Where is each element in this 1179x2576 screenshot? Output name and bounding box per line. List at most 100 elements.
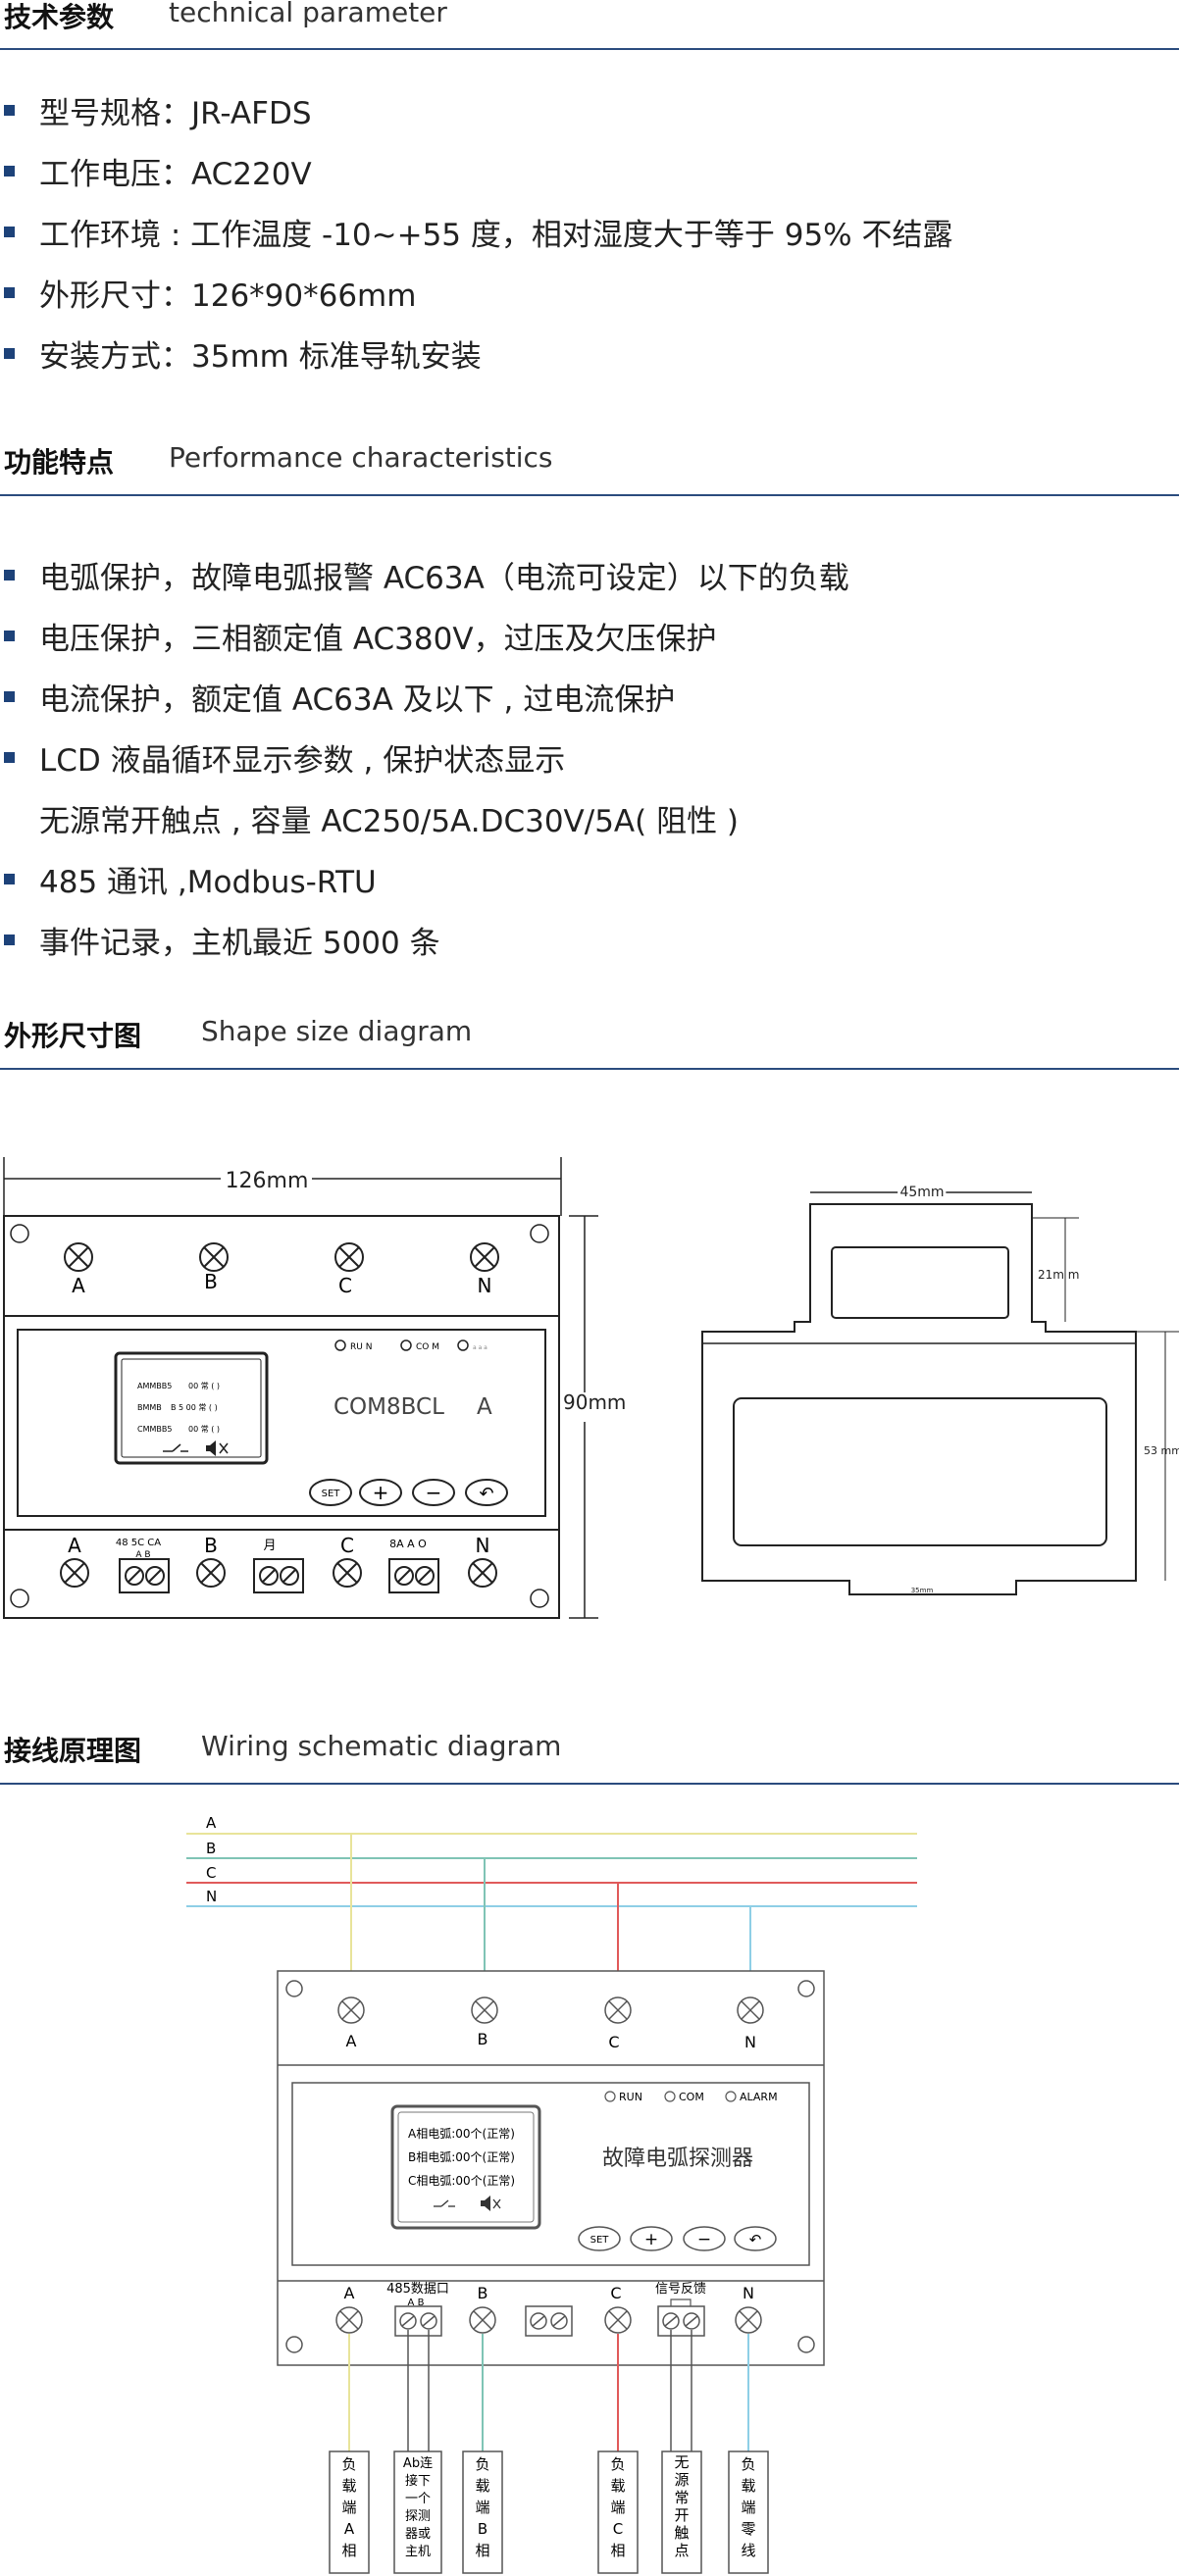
front-top-term-b: B (204, 1270, 218, 1293)
wiring-bottom-term-n: N (743, 2284, 754, 2302)
wiring-plus-label: + (644, 2230, 658, 2249)
box-485-next: Ab连接下一个探测器或主机 (403, 2455, 433, 2559)
bullet-square-icon (4, 752, 15, 763)
wiring-back-button[interactable] (734, 2226, 777, 2251)
front-port-mid-label: 月 (263, 1539, 276, 1553)
wiring-lcd-row-c: C相电弧:00个(正常) (408, 2174, 515, 2188)
wiring-lcd-row-b: B相电弧:00个(正常) (408, 2150, 515, 2164)
front-lcd (114, 1351, 269, 1465)
bus-label-a: A (206, 1814, 217, 1832)
perf-item-text: LCD 液晶循环显示参数 , 保护状态显示 (39, 743, 566, 779)
wiring-minus-button[interactable] (683, 2226, 726, 2251)
perf-title: 功能特点 (4, 446, 115, 479)
wiring-485-label: 485数据口 (386, 2282, 449, 2297)
bullet-square-icon (4, 570, 15, 581)
front-top-term-n: N (478, 1274, 492, 1297)
width-label: 126mm (226, 1169, 309, 1193)
bullet-square-icon (4, 631, 15, 641)
side-height-label: 53 mm (1144, 1444, 1179, 1457)
front-led-run (334, 1339, 346, 1351)
tech-item-text: 工作环境 : 工作温度 -10~+55 度，相对湿度大于等于 95% 不结露 (39, 218, 953, 253)
front-lcd-label-b: BMMB (137, 1403, 162, 1412)
front-bottom-term-n: N (476, 1534, 490, 1557)
front-port-signal-label: 8A A O (389, 1538, 427, 1550)
bus-label-n: N (206, 1888, 217, 1905)
wiring-leds: RUN COM ALARM (604, 2091, 778, 2103)
front-lcd-value-b: B 5 00 常 ( ) (171, 1403, 218, 1412)
wiring-bottom-term-b: B (478, 2284, 488, 2302)
front-body (3, 1215, 560, 1619)
bullet-square-icon (4, 691, 15, 702)
tech-subtitle: technical parameter (169, 0, 447, 28)
tech-item-text: 外形尺寸：126*90*66mm (39, 278, 417, 314)
wiring-led-com-label: COM (679, 2091, 704, 2103)
perf-item-text: 无源常开触点 , 容量 AC250/5A.DC30V/5A( 阻性 ) (39, 804, 740, 839)
bullet-square-icon (4, 287, 15, 298)
wiring-bottom-terminals: A 485数据口 A B B C 信号反馈 N (335, 2282, 762, 2337)
front-set-label: SET (322, 1489, 341, 1499)
bus-label-b: B (206, 1840, 216, 1857)
front-top-term-c: C (338, 1274, 352, 1297)
tech-item-text: 工作电压：AC220V (39, 157, 312, 192)
box-dry-contact: 无源常开触点 (674, 2453, 689, 2559)
switch-icon (163, 1443, 188, 1452)
back-arrow-icon: ↶ (479, 1484, 493, 1504)
wiring-led-run-label: RUN (619, 2091, 642, 2103)
perf-item-text: 事件记录，主机最近 5000 条 (39, 926, 440, 961)
front-top-term-a: A (72, 1274, 85, 1297)
shape-rule (0, 1068, 1179, 1070)
wiring-signal-label: 信号反馈 (655, 2282, 706, 2297)
wiring-device-panel (291, 2082, 810, 2266)
front-plus-button[interactable] (359, 1479, 402, 1506)
front-lcd-value-c: 00 常 ( ) (188, 1425, 220, 1434)
front-led-alarm (457, 1339, 469, 1351)
shape-title: 外形尺寸图 (4, 1020, 142, 1052)
side-top-label: 21m m (1038, 1268, 1079, 1282)
mute-icon (206, 1440, 229, 1456)
front-port-485-sub: A B (135, 1550, 150, 1560)
front-top-terminals: A B C N (64, 1242, 499, 1297)
front-led-alarm-label: a a a (473, 1344, 487, 1351)
box-load-n: 负载端零线 (741, 2455, 755, 2559)
side-width-label: 45mm (899, 1185, 944, 1200)
front-lcd-value-a: 00 常 ( ) (188, 1382, 220, 1390)
bullet-square-icon (4, 105, 15, 116)
wiring-rule (0, 1783, 1179, 1785)
wiring-top-term-b: B (478, 2030, 488, 2048)
front-led-com-label: CO M (416, 1342, 439, 1352)
front-set-button[interactable] (309, 1479, 352, 1506)
front-brand-suffix: A (477, 1394, 492, 1420)
wiring-set-label: SET (590, 2235, 610, 2246)
front-minus-button[interactable] (412, 1479, 455, 1506)
front-bottom-term-b: B (204, 1534, 218, 1557)
front-back-button[interactable] (465, 1479, 508, 1506)
front-panel (17, 1329, 546, 1517)
perf-item-text: 电流保护，额定值 AC63A 及以下 , 过电流保护 (39, 682, 676, 718)
wiring-mute-icon (481, 2196, 501, 2211)
height-label: 90mm (563, 1390, 626, 1414)
front-lcd-label-c: CMMBB5 (137, 1425, 172, 1434)
wiring-lcd-row-a: A相电弧:00个(正常) (408, 2127, 515, 2141)
wiring-set-button[interactable] (578, 2226, 621, 2251)
wiring-top-terminals: A B C N (337, 1996, 764, 2051)
wiring-subtitle: Wiring schematic diagram (201, 1730, 562, 1762)
front-bottom-term-a: A (68, 1534, 81, 1557)
bus-lines: A B C N (186, 1814, 917, 1907)
wiring-bottom-term-c: C (610, 2284, 621, 2302)
front-bottom-term-c: C (340, 1534, 354, 1557)
front-bottom-terminals: A 48 5C CA A B B 月 C 8A A O N (60, 1534, 497, 1593)
shape-diagram: 126mm A B C N AMMBB5 00 常 ( ) BMMB B 5 0… (3, 1157, 1179, 1619)
wiring-led-alarm-label: ALARM (740, 2091, 778, 2103)
wiring-plus-button[interactable] (630, 2226, 673, 2251)
perf-subtitle: Performance characteristics (169, 441, 553, 474)
bullet-square-icon (4, 874, 15, 884)
front-lcd-label-a: AMMBB5 (137, 1382, 172, 1390)
front-leds: RU N CO M a a a (334, 1339, 487, 1352)
bullet-square-icon (4, 348, 15, 359)
front-buttons: SET + − ↶ (309, 1479, 508, 1506)
tech-item-text: 安装方式：35mm 标准导轨安装 (39, 339, 482, 375)
